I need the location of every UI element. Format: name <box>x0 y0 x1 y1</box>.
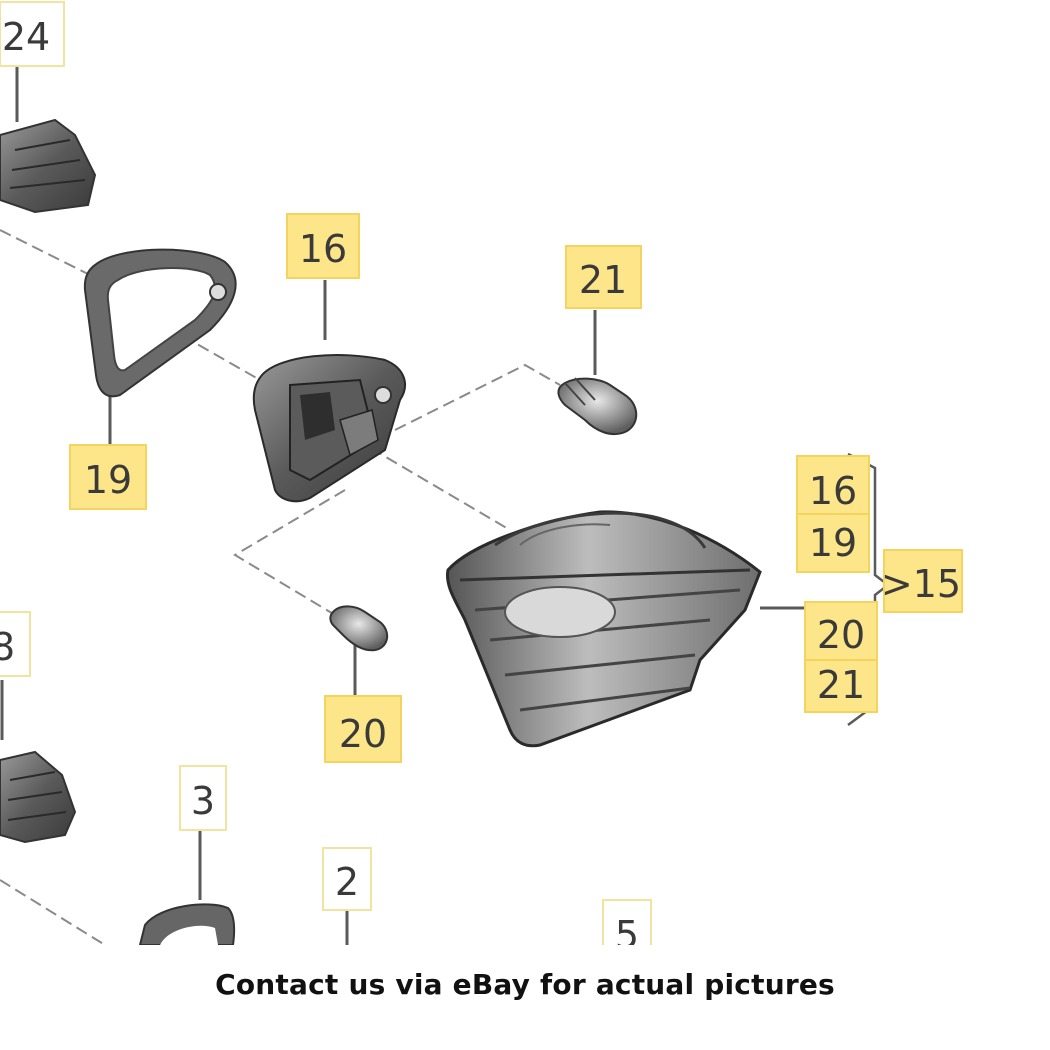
bulb-part-20 <box>329 605 389 652</box>
svg-text:24: 24 <box>2 15 50 59</box>
svg-text:19: 19 <box>809 521 857 565</box>
gasket-part-19 <box>83 248 237 398</box>
tail-lamp-part-15 <box>445 510 762 748</box>
contact-caption: Contact us via eBay for actual pictures <box>215 968 835 1001</box>
callout-16-top: 16 <box>286 213 360 279</box>
svg-text:20: 20 <box>339 712 387 756</box>
svg-text:20: 20 <box>817 613 865 657</box>
socket-part-16 <box>252 354 406 503</box>
callout-24: 24 <box>0 1 65 67</box>
callout-16-right: 16 <box>796 455 870 515</box>
callout-20-right: 20 <box>804 601 878 661</box>
callout-3: 3 <box>179 765 227 831</box>
svg-text:8: 8 <box>0 625 15 669</box>
svg-text:3: 3 <box>191 779 215 823</box>
callout-5: 5 <box>602 899 652 945</box>
callout-21-right: 21 <box>804 659 878 713</box>
callout-8-partial: 8 <box>0 611 31 677</box>
connector-part-8 <box>0 750 77 844</box>
bulb-part-21 <box>557 377 638 436</box>
svg-text:16: 16 <box>809 469 857 513</box>
callout-2: 2 <box>322 847 372 911</box>
connector-part-24 <box>0 118 97 214</box>
svg-text:>15: >15 <box>881 562 961 606</box>
gasket-partial-3 <box>138 903 236 945</box>
svg-text:19: 19 <box>84 458 132 502</box>
parts-exploded-diagram: 24 16 21 19 16 19 <box>0 1 963 945</box>
svg-text:16: 16 <box>299 227 347 271</box>
callout-19-right: 19 <box>796 513 870 573</box>
callout-15: >15 <box>881 549 963 613</box>
callout-20-bottom: 20 <box>324 695 402 763</box>
svg-text:21: 21 <box>579 258 627 302</box>
svg-text:2: 2 <box>335 860 359 904</box>
callout-21-top: 21 <box>565 245 642 309</box>
callout-19-left: 19 <box>69 444 147 510</box>
svg-text:5: 5 <box>615 913 639 945</box>
svg-text:21: 21 <box>817 663 865 707</box>
